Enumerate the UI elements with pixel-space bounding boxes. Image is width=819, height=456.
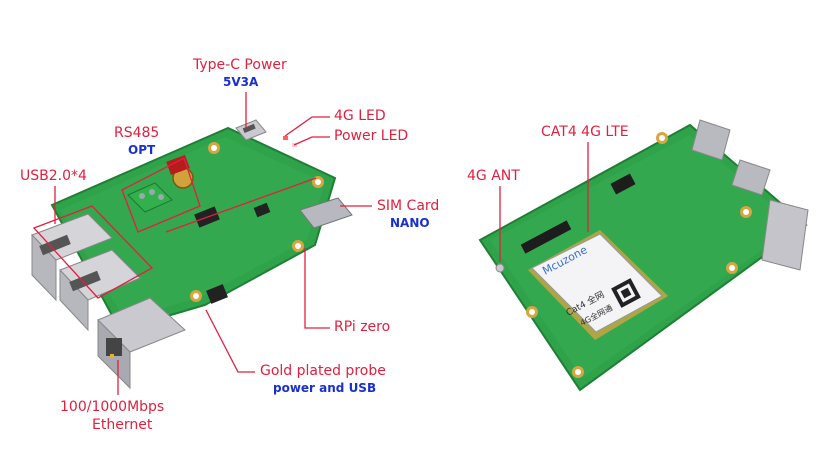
eth-line2: Ethernet: [92, 417, 153, 433]
right-board: Mcuzone Cat4 全网 4G全网通: [478, 119, 809, 392]
sim-title: SIM Card: [377, 198, 440, 214]
antenna-connector: [495, 263, 505, 273]
rs485-highlight: [121, 157, 201, 233]
ic-chip: [253, 202, 271, 218]
rs485-terminal: [127, 182, 173, 213]
powerled-label: Power LED: [334, 128, 409, 144]
sim-slot: [299, 197, 353, 229]
usb-highlight: [32, 205, 154, 299]
ant-label: 4G ANT: [467, 168, 520, 184]
probe-title: Gold plated probe: [260, 363, 386, 379]
rs485-title: RS485: [114, 125, 160, 141]
led-4g: [283, 136, 288, 140]
leader-lines: [54, 92, 589, 395]
sim-sub: NANO: [390, 216, 430, 230]
buzzer: [166, 155, 190, 175]
probe-sub: power and USB: [273, 381, 377, 395]
lte-module: Mcuzone Cat4 全网 4G全网通: [528, 230, 668, 340]
cat4-label: CAT4 4G LTE: [541, 124, 629, 140]
ic-chip: [206, 284, 228, 304]
typec-sub: 5V3A: [223, 75, 259, 89]
ethernet-port: [97, 297, 186, 390]
usb-label: USB2.0*4: [20, 168, 87, 184]
rpi-label: RPi zero: [334, 319, 391, 335]
rs485-sub: OPT: [128, 143, 156, 157]
led4g-label: 4G LED: [334, 108, 386, 124]
left-board: [31, 119, 353, 390]
eth-line1: 100/1000Mbps: [60, 399, 165, 415]
typec-title: Type-C Power: [193, 57, 287, 73]
